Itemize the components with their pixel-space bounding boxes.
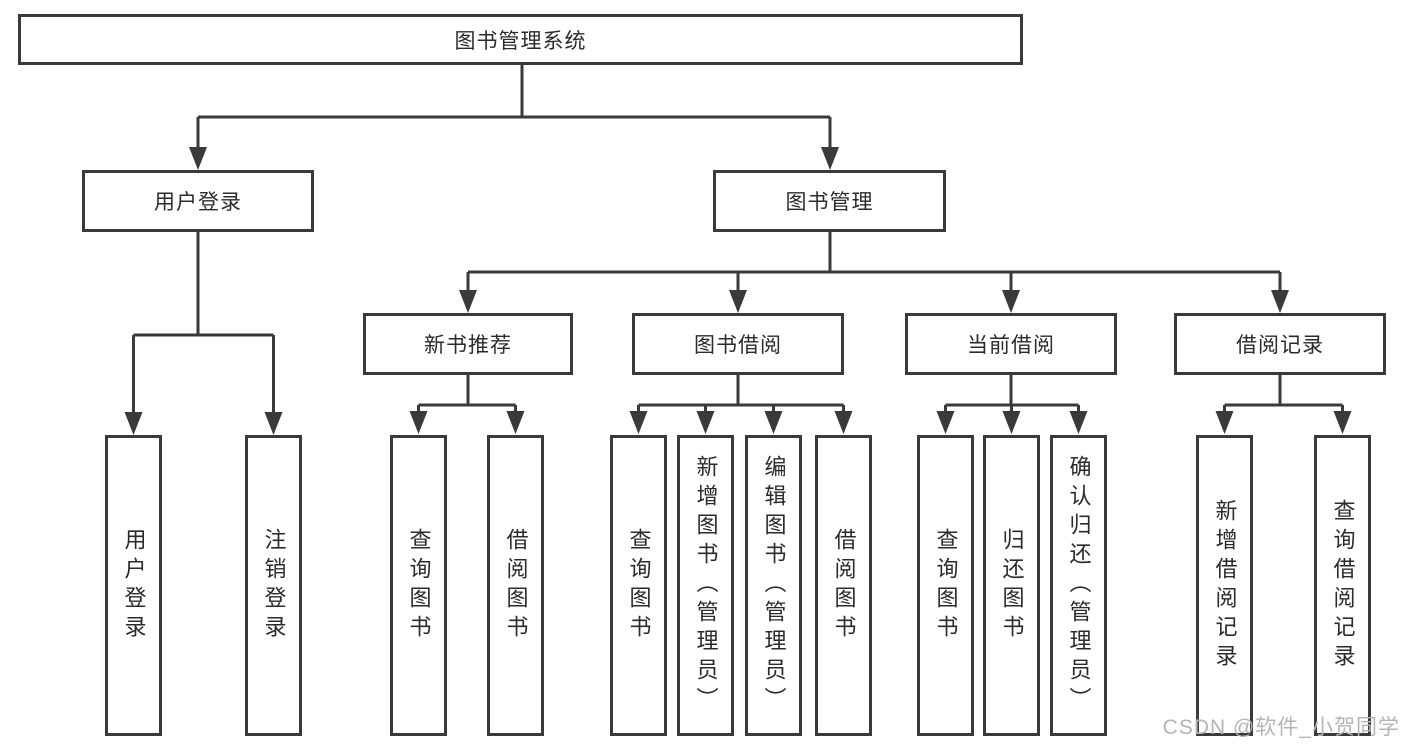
connector-new-books-to-leaves bbox=[417, 375, 517, 413]
leaf-confirm-return-admin-label: 确认归还（管理员） bbox=[1066, 455, 1092, 716]
connector-current-borrowing-to-leaves bbox=[944, 375, 1080, 413]
csdn-watermark: CSDN @软件_小贺同学 bbox=[1162, 716, 1400, 739]
leaf-query-book-borrowing: 查询图书 bbox=[610, 435, 667, 736]
leaf-user-login: 用户登录 bbox=[105, 435, 162, 736]
leaf-confirm-return-admin: 确认归还（管理员） bbox=[1050, 435, 1107, 736]
connector-user-login-to-leaves bbox=[132, 232, 275, 414]
leaf-return-book: 归还图书 bbox=[983, 435, 1040, 736]
leaf-add-borrow-record: 新增借阅记录 bbox=[1196, 435, 1253, 736]
connector-borrow-records-to-leaves bbox=[1223, 375, 1344, 413]
leaf-add-borrow-record-label: 新增借阅记录 bbox=[1212, 498, 1238, 673]
leaf-query-book-newbooks-label: 查询图书 bbox=[406, 527, 432, 644]
node-current-borrowing: 当前借阅 bbox=[905, 313, 1117, 375]
leaf-borrow-book-newbooks: 借阅图书 bbox=[487, 435, 544, 736]
node-current-borrowing-label: 当前借阅 bbox=[967, 334, 1055, 357]
node-book-borrowing-label: 图书借阅 bbox=[694, 334, 782, 357]
node-book-management-label: 图书管理 bbox=[785, 191, 874, 214]
node-library-management-system: 图书管理系统 bbox=[18, 14, 1023, 65]
leaf-query-book-newbooks: 查询图书 bbox=[390, 435, 447, 736]
leaf-user-login-label: 用户登录 bbox=[121, 527, 147, 644]
leaf-edit-book-admin: 编辑图书（管理员） bbox=[745, 435, 802, 736]
connector-root-to-level2 bbox=[196, 65, 832, 149]
leaf-query-book-borrowing-label: 查询图书 bbox=[626, 527, 652, 644]
node-book-borrowing: 图书借阅 bbox=[632, 313, 844, 375]
node-book-management: 图书管理 bbox=[713, 170, 946, 232]
leaf-borrow-book-borrowing-label: 借阅图书 bbox=[831, 527, 857, 644]
leaf-query-book-current: 查询图书 bbox=[917, 435, 974, 736]
leaf-return-book-label: 归还图书 bbox=[999, 527, 1025, 644]
node-new-book-recommendation: 新书推荐 bbox=[363, 313, 573, 375]
node-library-management-system-label: 图书管理系统 bbox=[454, 29, 587, 53]
leaf-edit-book-admin-label: 编辑图书（管理员） bbox=[761, 455, 787, 716]
leaf-logout-label: 注销登录 bbox=[261, 527, 287, 644]
node-borrow-records-label: 借阅记录 bbox=[1236, 334, 1324, 357]
arrowheads bbox=[124, 147, 1352, 435]
connector-book-management-to-level3 bbox=[466, 232, 1282, 292]
leaf-add-book-admin-label: 新增图书（管理员） bbox=[693, 455, 719, 716]
node-user-login: 用户登录 bbox=[82, 170, 314, 232]
leaf-query-borrow-record: 查询借阅记录 bbox=[1314, 435, 1371, 736]
leaf-borrow-book-borrowing: 借阅图书 bbox=[815, 435, 872, 736]
leaf-logout: 注销登录 bbox=[245, 435, 302, 736]
node-borrow-records: 借阅记录 bbox=[1174, 313, 1386, 375]
leaf-borrow-book-newbooks-label: 借阅图书 bbox=[503, 527, 529, 644]
leaf-add-book-admin: 新增图书（管理员） bbox=[677, 435, 734, 736]
connector-book-borrowing-to-leaves bbox=[637, 375, 845, 413]
node-user-login-label: 用户登录 bbox=[154, 191, 242, 214]
node-new-book-recommendation-label: 新书推荐 bbox=[424, 334, 512, 357]
leaf-query-borrow-record-label: 查询借阅记录 bbox=[1330, 498, 1356, 673]
leaf-query-book-current-label: 查询图书 bbox=[933, 527, 959, 644]
